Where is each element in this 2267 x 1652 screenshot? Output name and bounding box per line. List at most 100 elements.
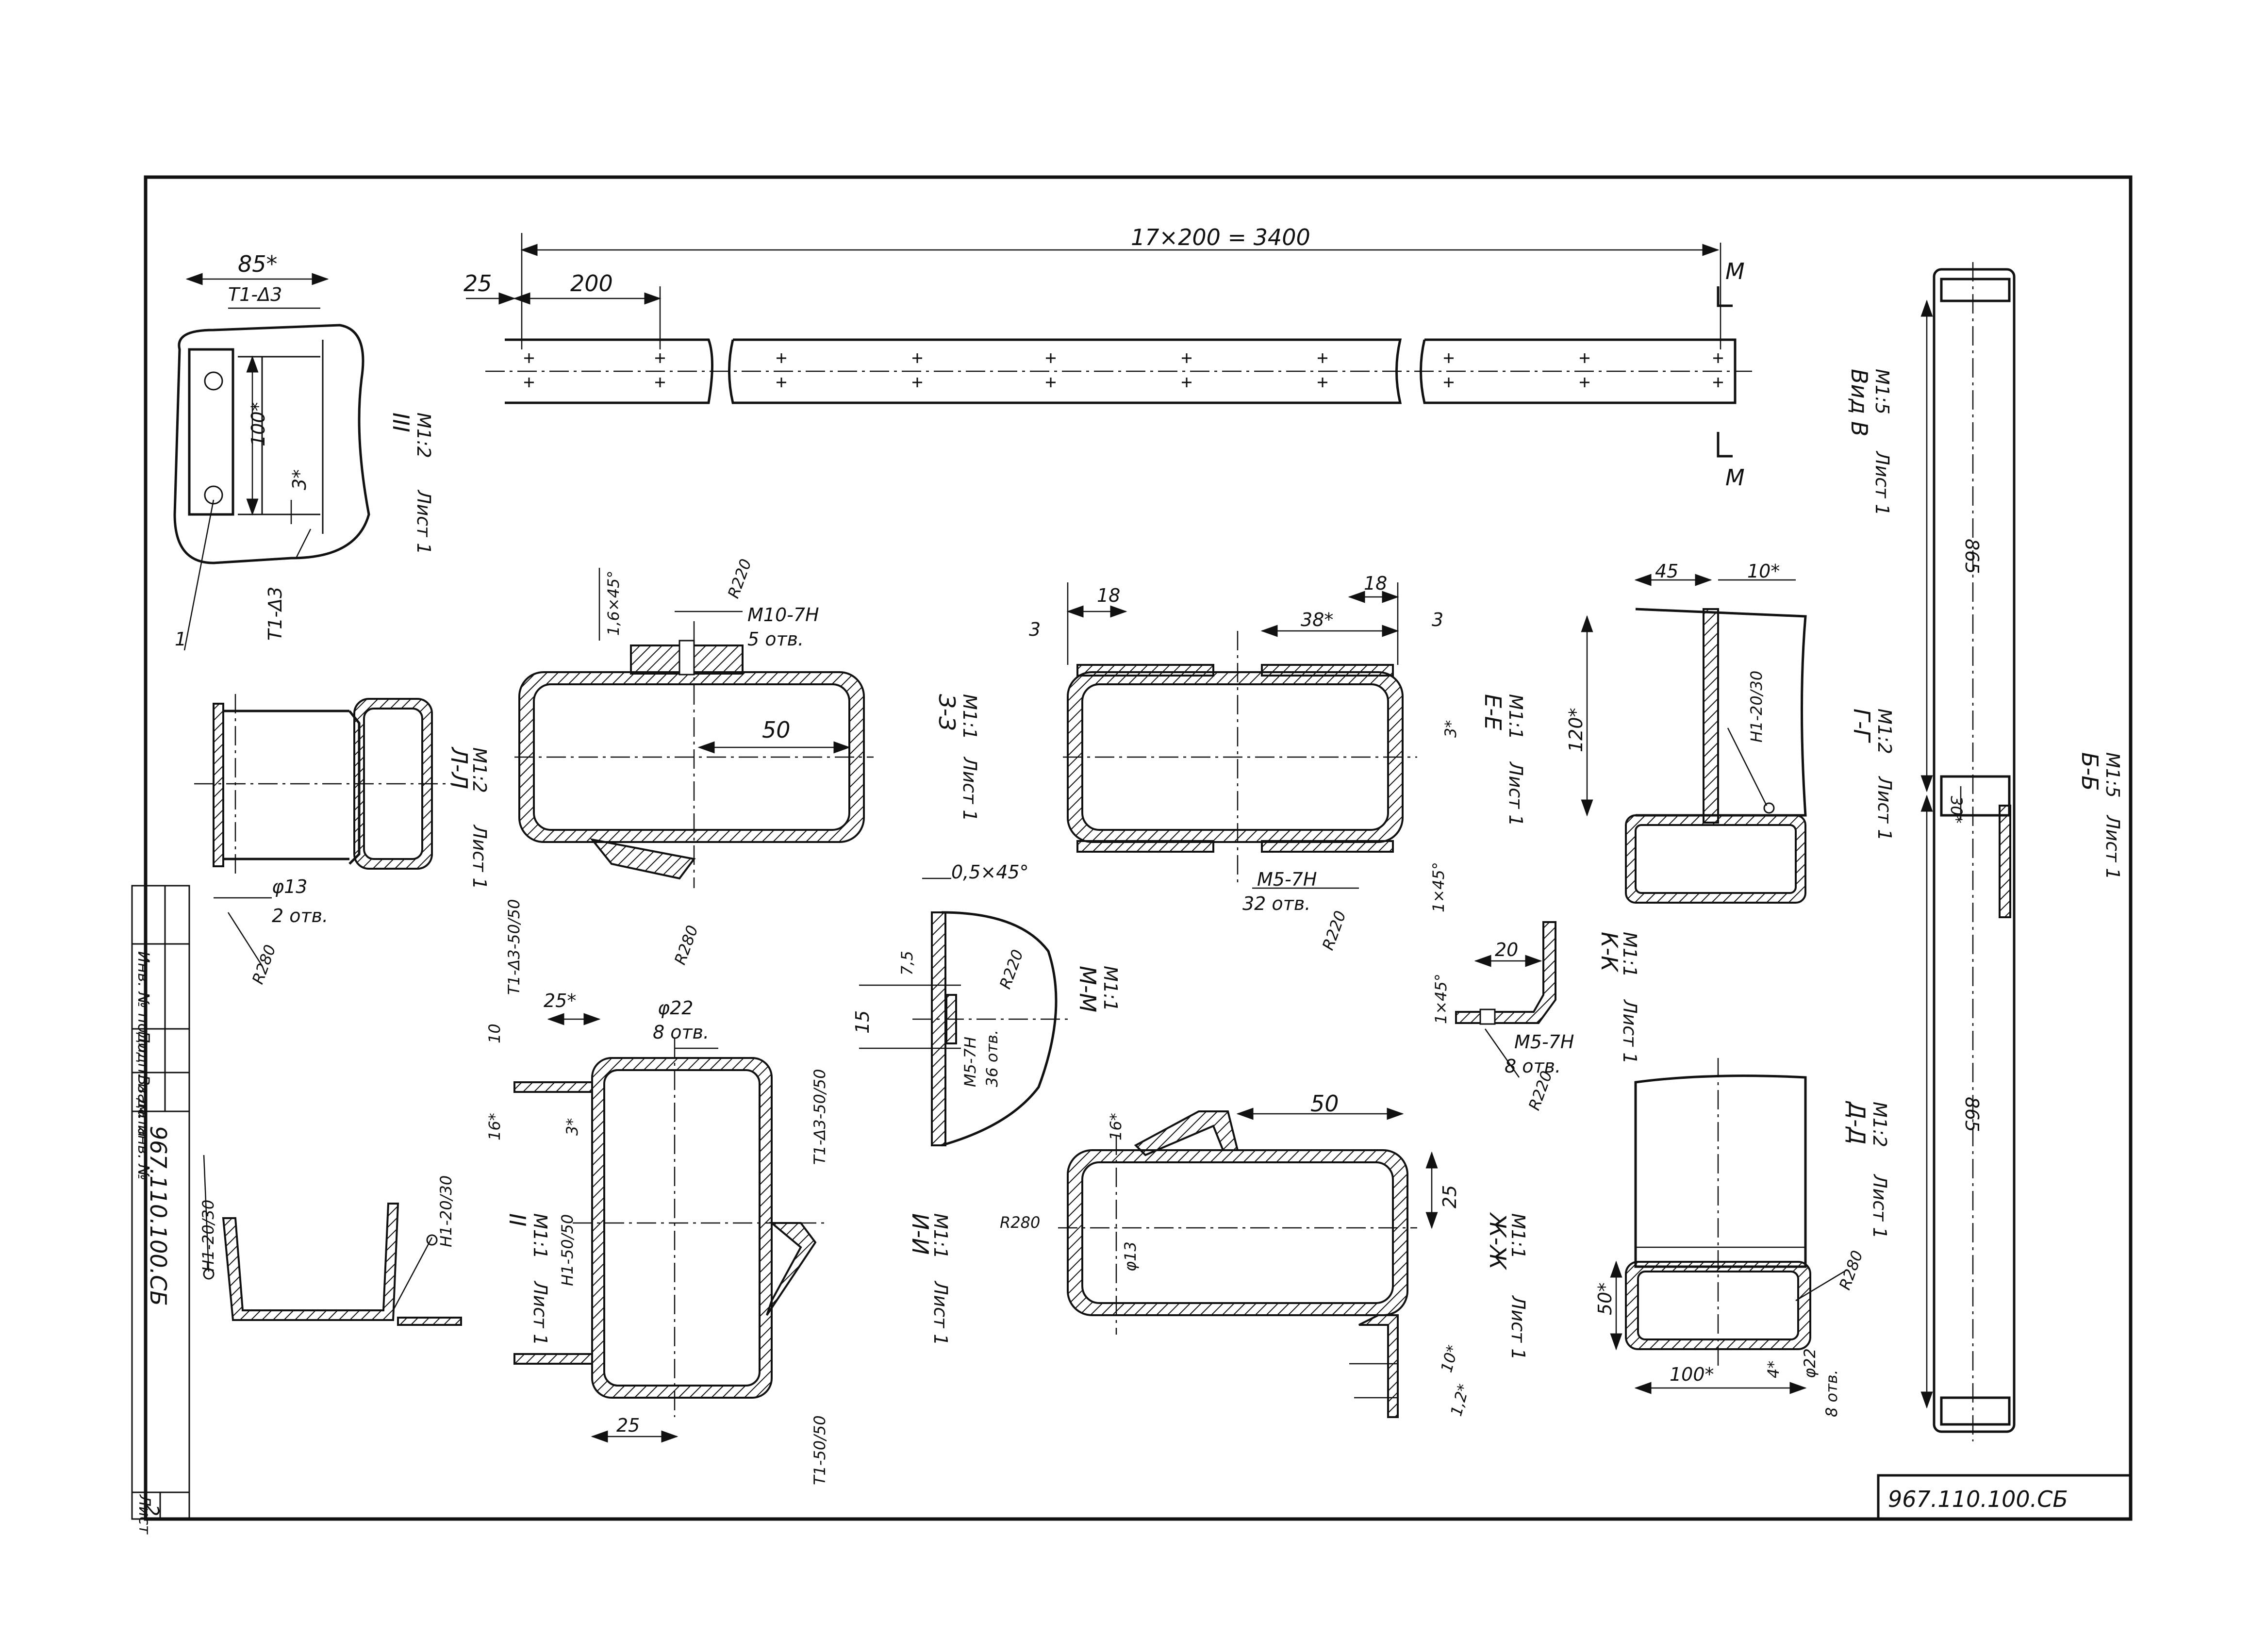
view-title-vid-v: Вид В М1:5 Лист 1 [1846, 369, 1893, 516]
svg-text:Лист 1: Лист 1 [1869, 1173, 1890, 1239]
dim-phi13: φ13 [272, 876, 307, 897]
dim-120: 120* [1565, 708, 1587, 752]
svg-text:М1:1: М1:1 [1619, 932, 1640, 977]
section-l-l [194, 694, 451, 966]
dim-r20-b: R220 [1319, 908, 1350, 952]
detail-iii [173, 273, 370, 651]
view-title-iii: III М1:2 Лист 1 [388, 413, 434, 555]
dim-38: 38* [1301, 609, 1333, 630]
sheet-label: Лист [135, 1494, 154, 1535]
dim-8-holes-a: 8 отв. [653, 1022, 709, 1043]
dim-15: 15 [852, 1010, 873, 1034]
dim-25-c: 25 [616, 1415, 640, 1436]
thread-m5-c: М5-7Н [1514, 1031, 1574, 1053]
dim-2-holes: 2 отв. [272, 905, 328, 926]
dim-200: 200 [570, 270, 613, 297]
dim-chamfer-1: 1×45° [1429, 862, 1448, 912]
dim-85: 85* [238, 251, 278, 277]
dim-chamfer-0-5: 0,5×45° [951, 861, 1029, 883]
view-title-zh-zh: Ж-Ж М1:1 Лист 1 [1485, 1212, 1529, 1360]
dim-50-b: 50 [1310, 1090, 1339, 1117]
weld-t1-d3-b: Т1-Δ3 [265, 587, 286, 641]
thread-m5-b: М5-7Н [961, 1037, 979, 1087]
svg-text:М1:5: М1:5 [1871, 369, 1893, 414]
weld-n1-20-30-b: Н1-20/30 [199, 1200, 217, 1272]
dim-100: 100* [248, 402, 269, 446]
dim-5-holes: 5 отв. [747, 628, 804, 650]
svg-text:Г-Г: Г-Г [1849, 709, 1875, 743]
dim-1-2: 1,2* [1447, 1382, 1473, 1418]
svg-text:М-М: М-М [1075, 966, 1101, 1012]
dim-phi13-b: φ13 [1121, 1241, 1140, 1272]
side-cell-1: Инв. № подл. [134, 951, 153, 1058]
view-title-e-e: Е-Е М1:1 Лист 1 [1480, 694, 1526, 826]
view-title-i-i: И-И М1:1 Лист 1 [907, 1213, 951, 1346]
dim-r80-d: R280 [1836, 1248, 1867, 1292]
dim-30: 30* [1947, 796, 1966, 824]
side-drawing-code: 967.110.100.СБ [145, 1126, 171, 1306]
view-title-d-d: Д-Д М1:2 Лист 1 [1844, 1101, 1890, 1239]
view-title-m-m: М-М М1:1 [1075, 966, 1121, 1012]
sheet-frame [144, 175, 2133, 1521]
dim-18-a: 18 [1097, 585, 1120, 606]
dim-25: 25 [463, 270, 492, 297]
side-stamp [131, 885, 190, 1520]
dim-r20-c: R220 [996, 947, 1027, 991]
dim-chamfer-1-6: 1,6×45° [604, 571, 623, 636]
svg-text:Л-Л: Л-Л [446, 746, 472, 789]
leader-1: 1 [175, 628, 186, 650]
svg-text:Ж-Ж: Ж-Ж [1485, 1212, 1511, 1271]
dim-r20-a: R220 [724, 556, 755, 600]
svg-text:Лист 1: Лист 1 [930, 1280, 951, 1346]
svg-text:М1:1: М1:1 [1505, 694, 1526, 740]
dim-10-c: 10* [1437, 1343, 1462, 1374]
weld-n1-20-30-c: Н1-20/30 [437, 1175, 455, 1247]
svg-text:Вид В: Вид В [1846, 369, 1872, 436]
dim-phi22-a: φ22 [658, 997, 693, 1019]
thread-m10: М10-7Н [747, 604, 819, 626]
section-i-i [1058, 1107, 1438, 1418]
svg-text:М1:1: М1:1 [1507, 1213, 1529, 1259]
dim-20: 20 [1495, 939, 1518, 960]
svg-text:Лист 1: Лист 1 [959, 756, 980, 822]
view-title-l-l: Л-Л М1:2 Лист 1 [446, 746, 490, 890]
section-mark-m-bottom: М [1725, 464, 1745, 491]
dim-total: 17×200 = 3400 [1131, 224, 1310, 250]
svg-text:Лист 1: Лист 1 [469, 824, 490, 890]
dim-25-d: 25 [1439, 1185, 1460, 1208]
dim-4: 4* [1764, 1361, 1783, 1378]
section-e-e [1063, 582, 1417, 889]
svg-text:Д-Д: Д-Д [1844, 1101, 1870, 1144]
dim-45: 45 [1655, 561, 1678, 582]
long-bar-view [466, 233, 1752, 458]
vertical-bar-view [1920, 262, 2016, 1441]
dim-36-holes: 36 отв. [983, 1030, 1001, 1087]
dim-r80-c: R280 [1000, 1213, 1040, 1232]
dim-phi22-b: φ22 [1801, 1348, 1819, 1378]
dim-chamfer-1-b: 1×45° [1432, 974, 1450, 1024]
section-z-z [514, 568, 874, 888]
svg-text:М1:2: М1:2 [1874, 709, 1895, 754]
dim-10: 10* [1747, 561, 1780, 582]
svg-text:З-З: З-З [934, 694, 960, 731]
svg-text:М1:2: М1:2 [469, 747, 490, 793]
svg-text:М1:1: М1:1 [959, 694, 980, 740]
dim-865-b: 865 [1961, 1097, 1983, 1132]
dim-3-b: 3 [1029, 619, 1041, 640]
profile-n1 [203, 1155, 462, 1326]
dim-7-5: 7,5 [898, 951, 916, 975]
svg-text:Лист 1: Лист 1 [413, 489, 434, 555]
svg-text:И-И: И-И [907, 1213, 933, 1255]
svg-text:М1:1: М1:1 [530, 1213, 551, 1259]
weld-t1-d3-50-a: Т1-Δ3-50/50 [505, 899, 523, 995]
svg-text:Лист 1: Лист 1 [1871, 450, 1893, 516]
view-title-k-k: К-К М1:1 Лист 1 [1596, 932, 1640, 1064]
svg-text:М1:1: М1:1 [1100, 966, 1121, 1011]
view-title-g-g: Г-Г М1:2 Лист 1 [1849, 709, 1895, 841]
svg-text:М1:2: М1:2 [413, 413, 434, 458]
weld-t1-50-50: Т1-50/50 [811, 1415, 829, 1485]
svg-text:Лист 1: Лист 1 [1619, 999, 1640, 1064]
svg-text:Лист 1: Лист 1 [530, 1280, 551, 1346]
section-d-d [1610, 1058, 1845, 1394]
weld-n1-20-30-a: Н1-20/30 [1747, 671, 1766, 743]
